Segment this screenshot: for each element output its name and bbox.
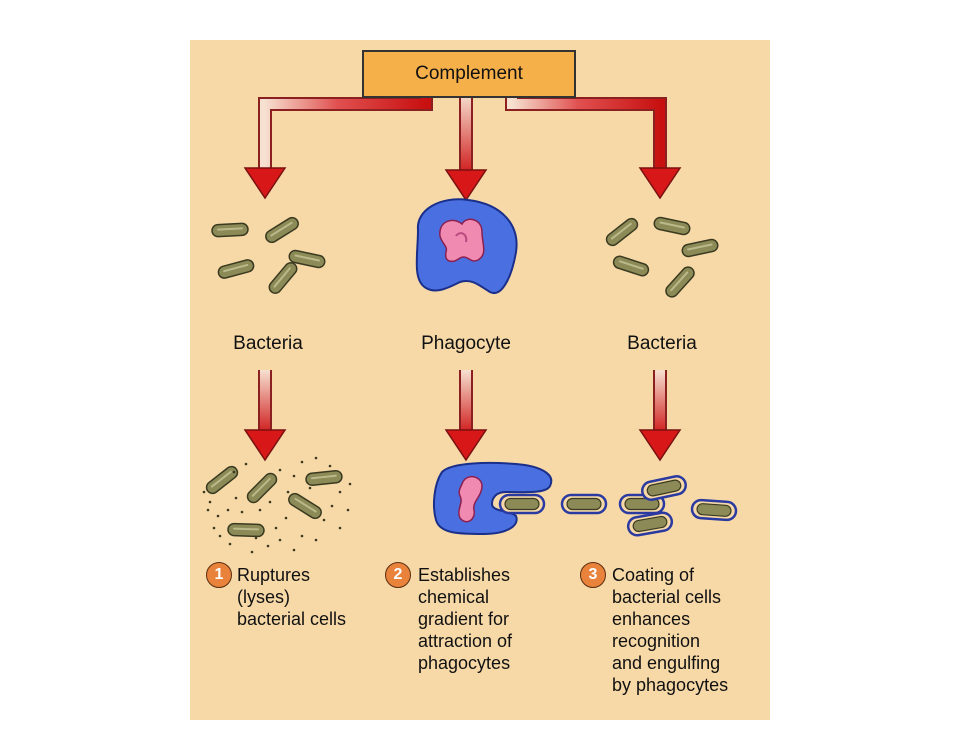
label-bacteria-right: Bacteria <box>627 333 697 354</box>
lysed-bacteria <box>202 456 352 554</box>
arrows-middle <box>243 370 682 462</box>
step-1-text: Ruptures (lyses) bacterial cells <box>237 565 347 629</box>
step-2-text: Establishes chemical gradient for attrac… <box>418 565 513 673</box>
bacteria-group-left <box>210 214 327 297</box>
label-bacteria-left: Bacteria <box>233 333 303 354</box>
migrating-phagocyte <box>433 461 553 536</box>
connector-arrows <box>258 94 667 172</box>
diagram-panel: Complement Bacteria Phagocyte Bacteria 1… <box>190 40 770 720</box>
step-3-badge: 3 <box>580 562 606 588</box>
step-3-text: Coating of bacterial cells enhances reco… <box>612 565 729 695</box>
diagram-graphic <box>202 94 738 554</box>
complement-label: Complement <box>415 63 523 84</box>
complement-box: Complement <box>362 50 576 98</box>
step-1-badge: 1 <box>206 562 232 588</box>
arrow-heads-top <box>243 167 682 202</box>
label-phagocyte: Phagocyte <box>421 333 511 354</box>
bacteria-group-right <box>603 215 720 301</box>
step-2-badge: 2 <box>385 562 411 588</box>
phagocyte-cell <box>415 198 518 294</box>
